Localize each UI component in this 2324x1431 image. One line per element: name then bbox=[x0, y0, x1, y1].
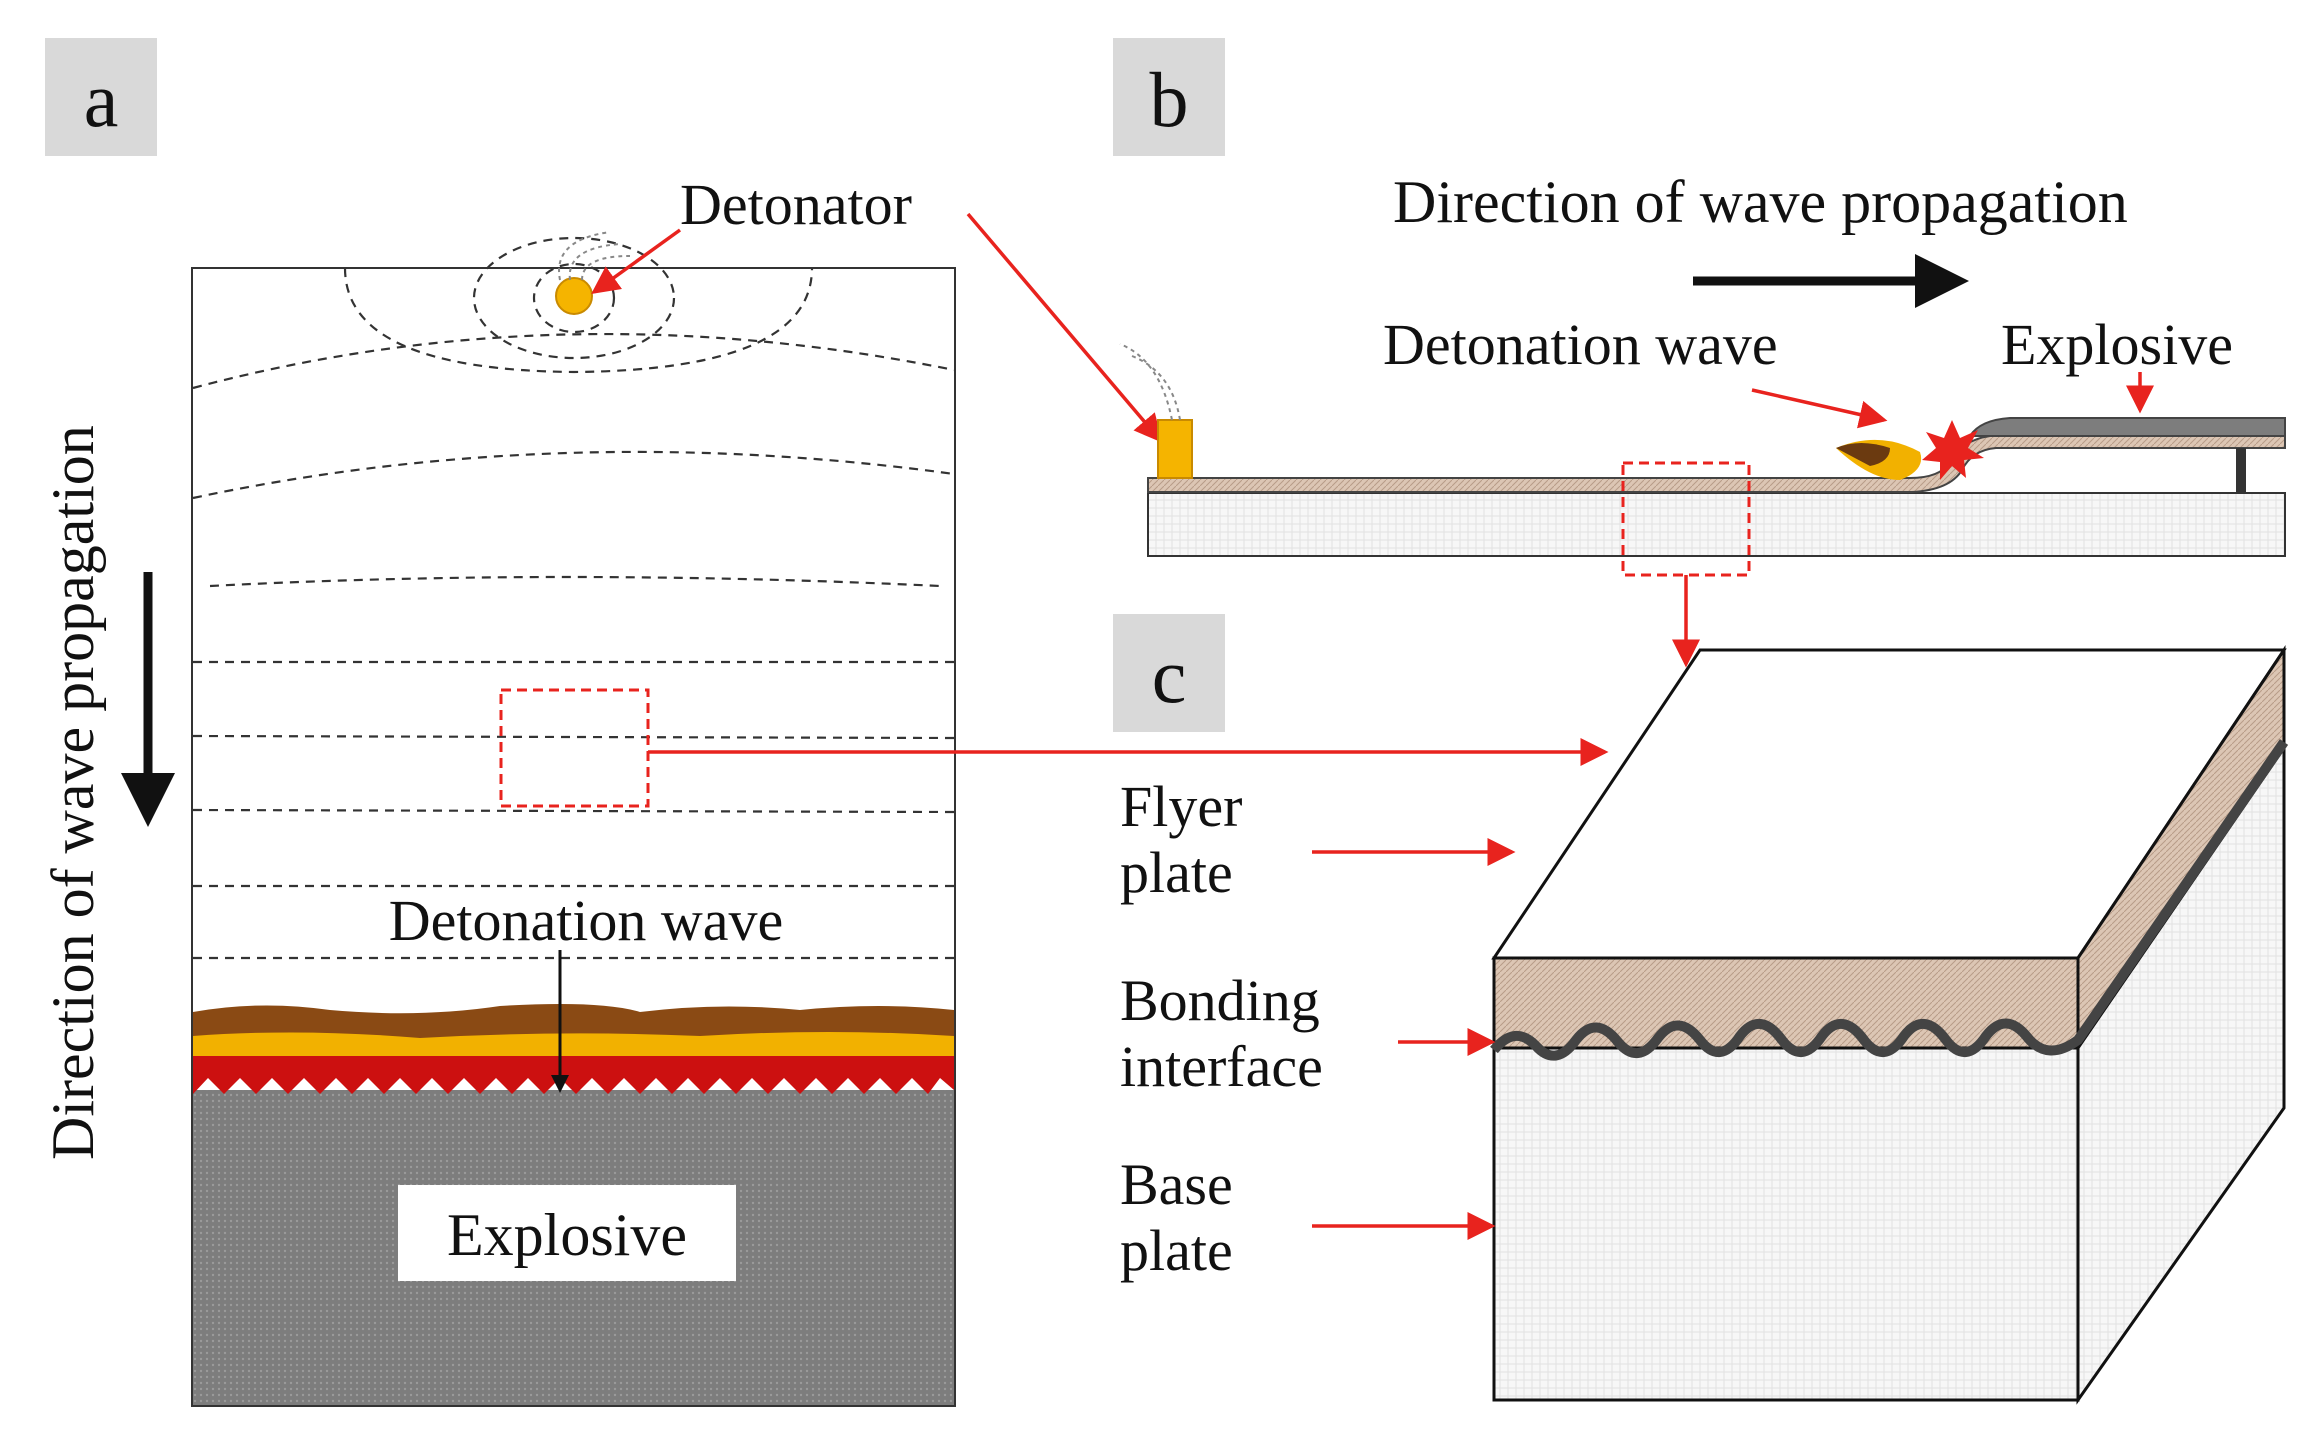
panel-c: c Flyer plate Bonding interface Base pla… bbox=[648, 614, 2289, 1405]
detonation-wave-label-b: Detonation wave bbox=[1383, 312, 1778, 377]
explosive-layer-side bbox=[1968, 417, 2286, 437]
panel-b: b Direction of wave propagation Detonati… bbox=[1113, 38, 2286, 668]
panel-b-tag-bg bbox=[1113, 38, 1225, 156]
flyer-plate-label-line1: Flyer bbox=[1120, 774, 1242, 839]
vertical-direction-label: Direction of wave propagation bbox=[40, 425, 106, 1160]
flame-red-band bbox=[193, 1056, 954, 1094]
flyer-plate-side bbox=[1147, 435, 2286, 493]
wavefront-ring-2 bbox=[472, 236, 676, 360]
panel-a-tag: a bbox=[84, 56, 119, 143]
inspection-box-a bbox=[499, 688, 650, 808]
flame-b-dark bbox=[1836, 443, 1890, 466]
wavefront-5 bbox=[192, 450, 955, 500]
wavefront-ring-3 bbox=[343, 267, 814, 374]
flyer-plate-label-line2: plate bbox=[1120, 840, 1233, 905]
detonator-block-b bbox=[1157, 419, 1193, 479]
bonding-interface-wave bbox=[1490, 739, 2289, 1061]
panel-b-tag: b bbox=[1150, 56, 1189, 143]
panel-a: a Detonator Direct bbox=[40, 38, 1163, 1407]
explosive-label-box-a bbox=[398, 1185, 736, 1281]
detonation-wave-pointer-b bbox=[1751, 388, 1888, 429]
wavefronts bbox=[192, 236, 955, 960]
panel-c-tag: c bbox=[1152, 632, 1187, 719]
detonator-link-pointer bbox=[966, 212, 1163, 443]
wavefront-ring-1 bbox=[532, 262, 616, 334]
wavefront-6 bbox=[209, 575, 941, 588]
base-plate-side bbox=[1147, 492, 2286, 557]
bonding-interface-label-line1: Bonding bbox=[1120, 968, 1320, 1033]
detonator-label: Detonator bbox=[680, 172, 912, 237]
detonator-dot bbox=[555, 277, 593, 315]
detonator-pointer-a bbox=[591, 228, 682, 295]
horizontal-direction-label: Direction of wave propagation bbox=[1393, 169, 2128, 235]
base-plate-label-line2: plate bbox=[1120, 1218, 1233, 1283]
panel-a-tag-bg bbox=[45, 38, 157, 156]
detonator-wire-b bbox=[1119, 343, 1181, 421]
base-plate-label-line1: Base bbox=[1120, 1152, 1233, 1217]
explosive-label-b: Explosive bbox=[2001, 312, 2233, 377]
detonator-wire bbox=[558, 231, 631, 281]
explosive-label-a: Explosive bbox=[447, 1202, 687, 1268]
flame-yellow-band bbox=[193, 1032, 954, 1060]
panel-c-tag-bg bbox=[1113, 614, 1225, 732]
detonation-wave-label-a: Detonation wave bbox=[389, 888, 784, 953]
block-front-base bbox=[1492, 1046, 2080, 1402]
bonding-interface-label-line2: interface bbox=[1120, 1034, 1323, 1099]
explosion-star-b bbox=[1922, 420, 1984, 480]
stand-off-support bbox=[2236, 448, 2246, 493]
burned-layer bbox=[193, 1004, 954, 1040]
inspection-box-b bbox=[1621, 461, 1751, 577]
